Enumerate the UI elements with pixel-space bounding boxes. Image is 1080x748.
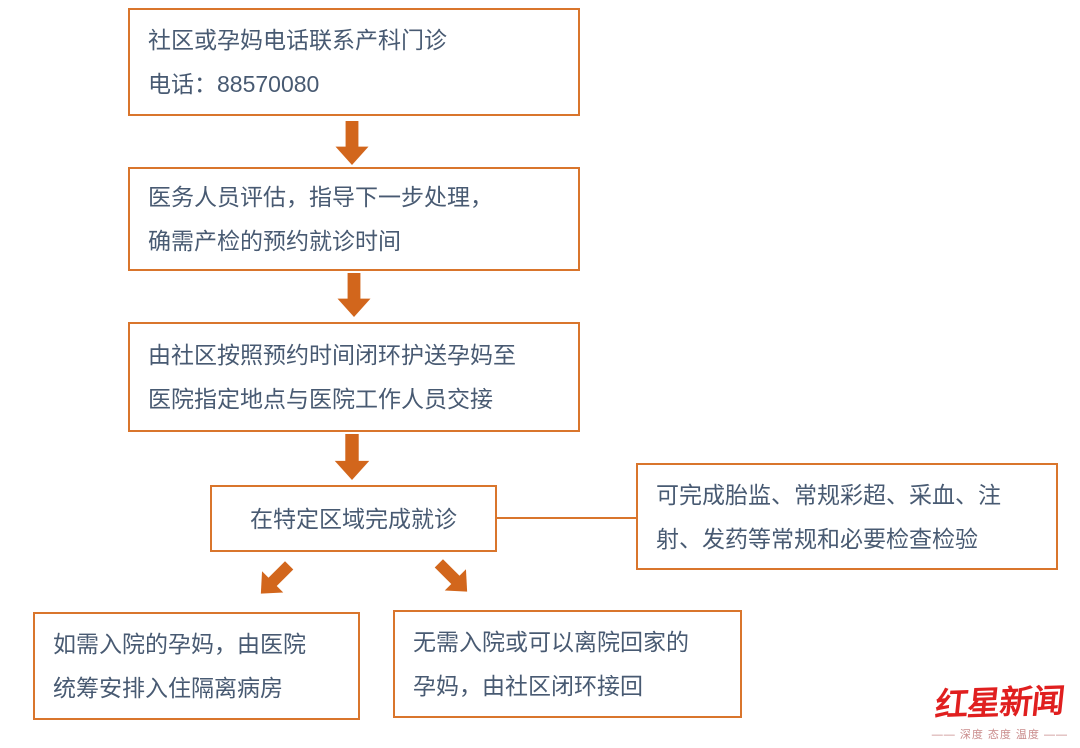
flow-box-admission: 如需入院的孕妈，由医院 统筹安排入住隔离病房 [33, 612, 360, 720]
arrow-down-right-icon [428, 552, 478, 602]
flow-box-visit: 在特定区域完成就诊 [210, 485, 497, 552]
flow-box-assessment: 医务人员评估，指导下一步处理， 确需产检的预约就诊时间 [128, 167, 580, 271]
red-star-news-tagline: —— 深度 态度 温度 —— [931, 729, 1068, 741]
arrow-down-icon [334, 434, 370, 480]
flow-box-return-home-line1: 无需入院或可以离院回家的 [413, 629, 689, 655]
connector-line [495, 517, 637, 519]
arrow-down-icon [336, 273, 372, 317]
flow-box-admission-line1: 如需入院的孕妈，由医院 [53, 631, 306, 657]
flow-box-contact-line2: 电话：88570080 [148, 71, 320, 97]
flow-box-services: 可完成胎监、常规彩超、采血、注 射、发药等常规和必要检查检验 [636, 463, 1058, 570]
flow-box-return-home-line2: 孕妈，由社区闭环接回 [413, 673, 643, 699]
flow-box-transfer-line2: 医院指定地点与医院工作人员交接 [148, 386, 493, 412]
red-star-news-logo-text: 红星新闻 [933, 681, 1066, 724]
flow-box-assessment-line2: 确需产检的预约就诊时间 [148, 228, 401, 254]
flow-box-return-home: 无需入院或可以离院回家的 孕妈，由社区闭环接回 [393, 610, 742, 718]
flow-box-assessment-line1: 医务人员评估，指导下一步处理， [148, 184, 493, 210]
flow-box-admission-line2: 统筹安排入住隔离病房 [53, 675, 283, 701]
arrow-down-left-icon [250, 554, 300, 604]
flow-box-visit-line1: 在特定区域完成就诊 [250, 505, 457, 532]
flow-box-transfer: 由社区按照预约时间闭环护送孕妈至 医院指定地点与医院工作人员交接 [128, 322, 580, 432]
flow-box-services-line2: 射、发药等常规和必要检查检验 [656, 525, 978, 552]
flow-box-transfer-line1: 由社区按照预约时间闭环护送孕妈至 [148, 342, 516, 368]
flow-box-services-line1: 可完成胎监、常规彩超、采血、注 [656, 481, 1001, 508]
flow-box-contact: 社区或孕妈电话联系产科门诊 电话：88570080 [128, 8, 580, 116]
flow-box-contact-line1: 社区或孕妈电话联系产科门诊 [148, 27, 447, 53]
red-star-news-logo: 红星新闻 —— 深度 态度 温度 —— [932, 676, 1068, 742]
arrow-down-icon [334, 121, 370, 165]
